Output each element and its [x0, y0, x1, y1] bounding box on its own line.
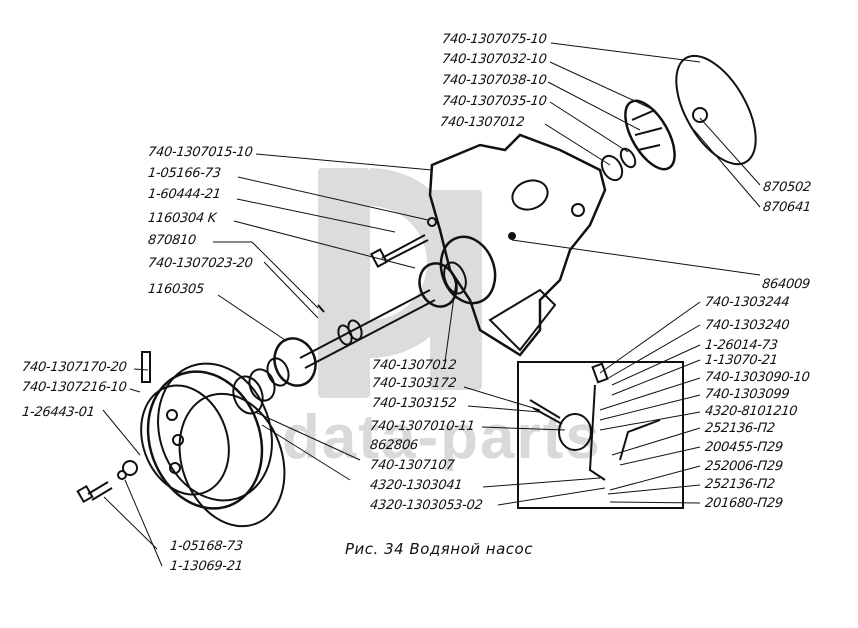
impeller [624, 99, 676, 171]
part-label: 740-1307012 [439, 115, 525, 130]
part-label: 1-05166-73 [147, 166, 222, 181]
part-label: 740-1307023-20 [147, 256, 254, 271]
part-label: 870502 [762, 180, 812, 195]
pulley-groove [157, 362, 273, 502]
part-label: 740-1303090-10 [704, 370, 811, 385]
part-label: 200455-П29 [704, 440, 784, 455]
part-label: 740-1303240 [704, 318, 790, 333]
part-label: 864009 [761, 277, 811, 292]
inset-lever [619, 419, 661, 461]
bearing-seal [443, 261, 467, 295]
inset-stem [588, 384, 606, 481]
part-label: 4320-1303041 [369, 478, 463, 493]
pump-housing [428, 133, 607, 357]
part-label: 252136-П2 [704, 477, 776, 492]
bearing-front [418, 262, 458, 308]
part-label: 870641 [762, 200, 812, 215]
inset-pipe [529, 399, 563, 425]
figure-caption: Рис. 34 Водяной насос [345, 540, 533, 558]
part-label: 740-1307010-11 [369, 419, 476, 434]
pulley-key [141, 351, 151, 383]
pulley-rim [146, 370, 264, 510]
bolt-bottom-head [76, 484, 94, 504]
nut [692, 107, 708, 123]
part-label: 1-05168-73 [169, 539, 244, 554]
shaft [299, 289, 436, 369]
housing-flange [488, 288, 557, 352]
part-label: 1-60444-21 [147, 187, 222, 202]
housing-bore [439, 235, 497, 305]
pulley-hole [166, 409, 178, 421]
part-label: 4320-8101210 [704, 404, 798, 419]
part-label: 1160305 [147, 282, 205, 297]
lock-washer [117, 470, 127, 480]
part-label: 1160304 K [147, 211, 217, 226]
part-label: 740-1307216-10 [21, 380, 128, 395]
part-label: 740-1303244 [704, 295, 790, 310]
bolt-bottom-shank [87, 481, 113, 501]
inset-cap [591, 362, 609, 384]
part-label: 252006-П29 [704, 459, 784, 474]
part-label: 740-1307038-10 [441, 73, 548, 88]
part-label: 252136-П2 [704, 421, 776, 436]
inset-valve-body [558, 413, 592, 451]
part-label: 740-1307170-20 [21, 360, 128, 375]
washer-bottom [122, 460, 138, 476]
part-label: 740-1303099 [704, 387, 790, 402]
part-label: 740-1307015-10 [147, 145, 254, 160]
pulley-hole [169, 462, 181, 474]
gasket-disc [675, 54, 757, 166]
part-label: 1-13069-21 [169, 559, 244, 574]
pulley-face [140, 384, 230, 496]
part-label: 870810 [147, 233, 197, 248]
part-label: 740-1303152 [371, 396, 457, 411]
bearing-rear-ring [266, 357, 290, 387]
snap-ring [248, 368, 276, 402]
part-label: 740-1307035-10 [441, 94, 548, 109]
leader-lines [102, 42, 761, 567]
impeller-blades [631, 109, 663, 151]
part-label: 862806 [369, 438, 419, 453]
part-label: 740-1307012 [371, 358, 457, 373]
part-label: 740-1303172 [371, 376, 457, 391]
housing-boss [571, 203, 585, 217]
part-label: 1-13070-21 [704, 353, 779, 368]
key [317, 304, 325, 313]
part-label: 201680-П29 [704, 496, 784, 511]
plug [508, 232, 516, 240]
part-label: 1-26443-01 [21, 405, 96, 420]
fan-belt-ring [178, 392, 286, 528]
part-label: 1-26014-73 [704, 338, 779, 353]
part-label: 740-1307107 [369, 458, 455, 473]
washer [427, 217, 437, 227]
inset-frame [517, 361, 684, 509]
part-label: 740-1307032-10 [441, 52, 548, 67]
pulley-center-hole [172, 434, 184, 446]
seal-ring [600, 154, 624, 182]
housing-inlet [511, 179, 549, 211]
bearing-rear [273, 337, 317, 387]
bolt-head [369, 248, 389, 268]
part-label: 740-1307075-10 [441, 32, 548, 47]
bolt-shank [381, 234, 429, 263]
part-label: 4320-1303053-02 [369, 498, 484, 513]
